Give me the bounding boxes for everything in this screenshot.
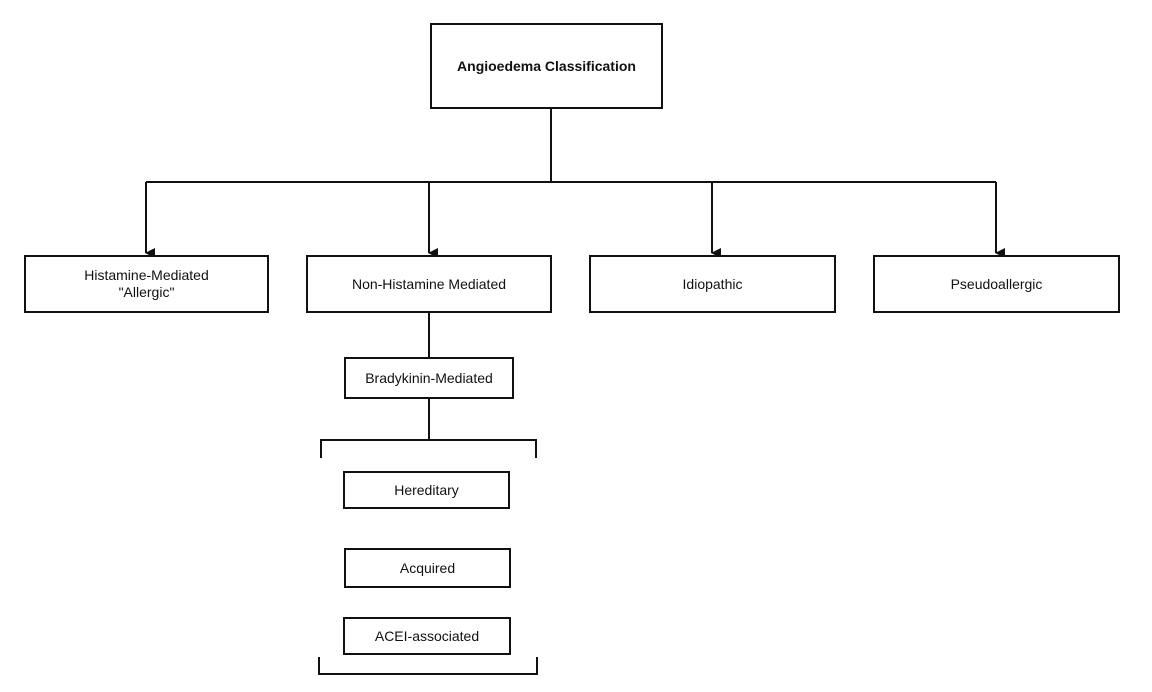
subtype-node-hereditary: Hereditary xyxy=(343,471,510,509)
subtype-node-label: Acquired xyxy=(399,559,456,576)
subtype-node-acquired: Acquired xyxy=(344,548,511,588)
category-node-label: Pseudoallergic xyxy=(950,275,1043,292)
subtype-node-label: Hereditary xyxy=(394,481,459,498)
subtype-node-acei-associated: ACEI-associated xyxy=(343,617,511,655)
category-node-sublabel: "Allergic" xyxy=(118,284,175,300)
category-node-pseudoallergic: Pseudoallergic xyxy=(873,255,1120,313)
subtype-top-bracket xyxy=(320,439,537,458)
category-node-label: Histamine-Mediated xyxy=(84,267,209,283)
subtype-bottom-bracket xyxy=(318,657,538,675)
category-node-histamine-mediated: Histamine-Mediated "Allergic" xyxy=(24,255,269,313)
sub-node-bradykinin-mediated: Bradykinin-Mediated xyxy=(344,357,514,399)
root-node-label: Angioedema Classification xyxy=(457,57,636,74)
category-node-non-histamine-mediated: Non-Histamine Mediated xyxy=(306,255,552,313)
sub-node-label: Bradykinin-Mediated xyxy=(365,369,493,386)
category-node-label: Non-Histamine Mediated xyxy=(351,275,507,292)
subtype-node-label: ACEI-associated xyxy=(374,627,480,644)
category-node-idiopathic: Idiopathic xyxy=(589,255,836,313)
category-node-label: Idiopathic xyxy=(682,275,743,292)
root-node-angioedema-classification: Angioedema Classification xyxy=(430,23,663,109)
